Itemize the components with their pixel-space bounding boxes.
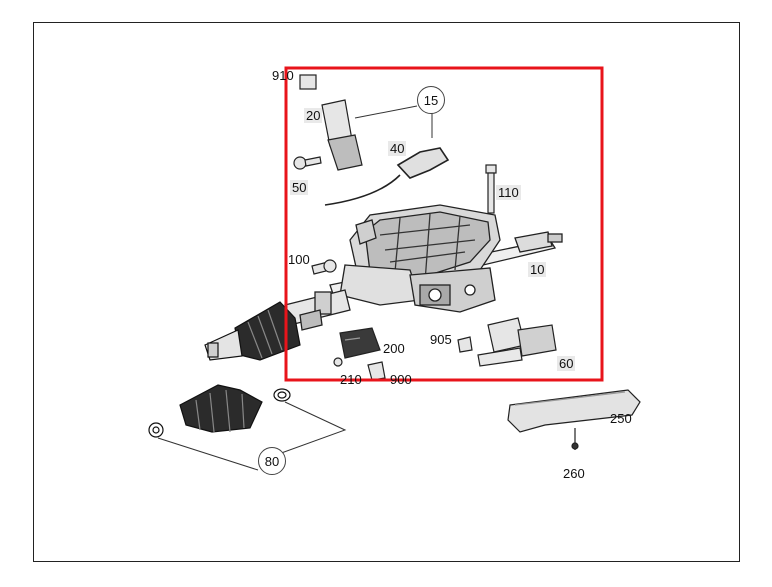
callout-60: 60	[557, 356, 576, 371]
leader-lines	[157, 105, 433, 471]
cable-40	[324, 147, 450, 206]
cover-250	[507, 389, 641, 450]
motor-60	[457, 317, 557, 367]
callout-260: 260	[563, 466, 585, 481]
module-200	[333, 327, 386, 381]
callout-100: 100	[288, 252, 310, 267]
callout-910: 910	[272, 68, 294, 83]
callout-200: 200	[383, 341, 405, 356]
callout-250: 250	[610, 411, 632, 426]
callout-40: 40	[388, 141, 407, 156]
callout-905: 905	[430, 332, 452, 347]
boot-lower	[148, 384, 291, 438]
callout-15: 15	[417, 86, 445, 114]
callout-50: 50	[290, 180, 309, 195]
diagram-frame	[33, 22, 740, 562]
motor-20	[299, 74, 363, 171]
highlight-box	[284, 66, 604, 382]
callout-80: 80	[258, 447, 286, 475]
callout-110: 110	[496, 185, 521, 200]
boot-upper	[204, 301, 301, 361]
callout-900: 900	[390, 372, 412, 387]
steering-column-assembly	[329, 204, 563, 313]
callout-20: 20	[304, 108, 323, 123]
bolt-100	[311, 259, 337, 275]
bolt-50	[293, 156, 322, 170]
bolt-110	[485, 164, 497, 214]
callout-210: 210	[340, 372, 362, 387]
callout-10: 10	[528, 262, 547, 277]
